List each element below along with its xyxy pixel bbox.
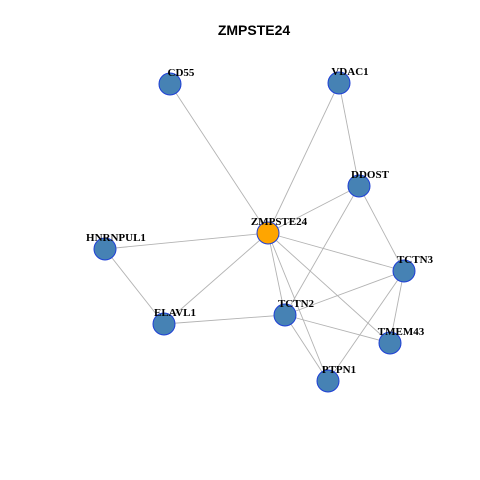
edge-tctn3-ptpn1 xyxy=(327,270,405,382)
node-label-cd55: CD55 xyxy=(168,67,195,79)
edge-vdac1-ddost xyxy=(338,82,360,187)
node-ddost[interactable] xyxy=(347,174,371,198)
edge-ddost-tctn2 xyxy=(284,185,360,316)
nodes-layer xyxy=(93,71,416,393)
edge-zmpste24-tctn3 xyxy=(267,232,405,272)
edge-zmpste24-cd55 xyxy=(169,83,269,234)
node-hnrnpul1[interactable] xyxy=(93,237,117,261)
node-vdac1[interactable] xyxy=(327,71,351,95)
edge-elavl1-tctn2 xyxy=(163,314,286,325)
edge-tctn2-tmem43 xyxy=(284,314,391,344)
node-elavl1[interactable] xyxy=(152,312,176,336)
edges-layer xyxy=(104,82,405,382)
edge-hnrnpul1-elavl1 xyxy=(104,248,165,325)
node-label-vdac1: VDAC1 xyxy=(331,66,368,78)
node-tctn2[interactable] xyxy=(273,303,297,327)
edge-tctn2-tctn3 xyxy=(284,270,405,316)
edge-tctn2-ptpn1 xyxy=(284,314,329,382)
edge-zmpste24-vdac1 xyxy=(267,82,340,234)
node-tmem43[interactable] xyxy=(378,331,402,355)
node-label-elavl1: ELAVL1 xyxy=(154,307,196,319)
node-label-hnrnpul1: HNRNPUL1 xyxy=(86,232,146,244)
node-label-zmpste24: ZMPSTE24 xyxy=(251,216,308,228)
edge-zmpste24-ptpn1 xyxy=(267,232,329,382)
edge-zmpste24-ddost xyxy=(267,185,360,234)
node-label-ptpn1: PTPN1 xyxy=(322,364,356,376)
edge-zmpste24-tctn2 xyxy=(267,232,286,316)
node-label-tmem43: TMEM43 xyxy=(378,326,425,338)
node-label-tctn2: TCTN2 xyxy=(278,298,315,310)
edge-ddost-tctn3 xyxy=(358,185,405,272)
node-cd55[interactable] xyxy=(158,72,182,96)
edge-zmpste24-tmem43 xyxy=(267,232,391,344)
node-ptpn1[interactable] xyxy=(316,369,340,393)
node-zmpste24[interactable] xyxy=(256,221,280,245)
edge-zmpste24-hnrnpul1 xyxy=(104,232,269,250)
node-label-tctn3: TCTN3 xyxy=(397,254,434,266)
graph-title: ZMPSTE24 xyxy=(218,22,291,38)
node-label-ddost: DDOST xyxy=(351,169,390,181)
edge-tctn3-tmem43 xyxy=(389,270,405,344)
node-tctn3[interactable] xyxy=(392,259,416,283)
edge-zmpste24-elavl1 xyxy=(163,232,269,325)
